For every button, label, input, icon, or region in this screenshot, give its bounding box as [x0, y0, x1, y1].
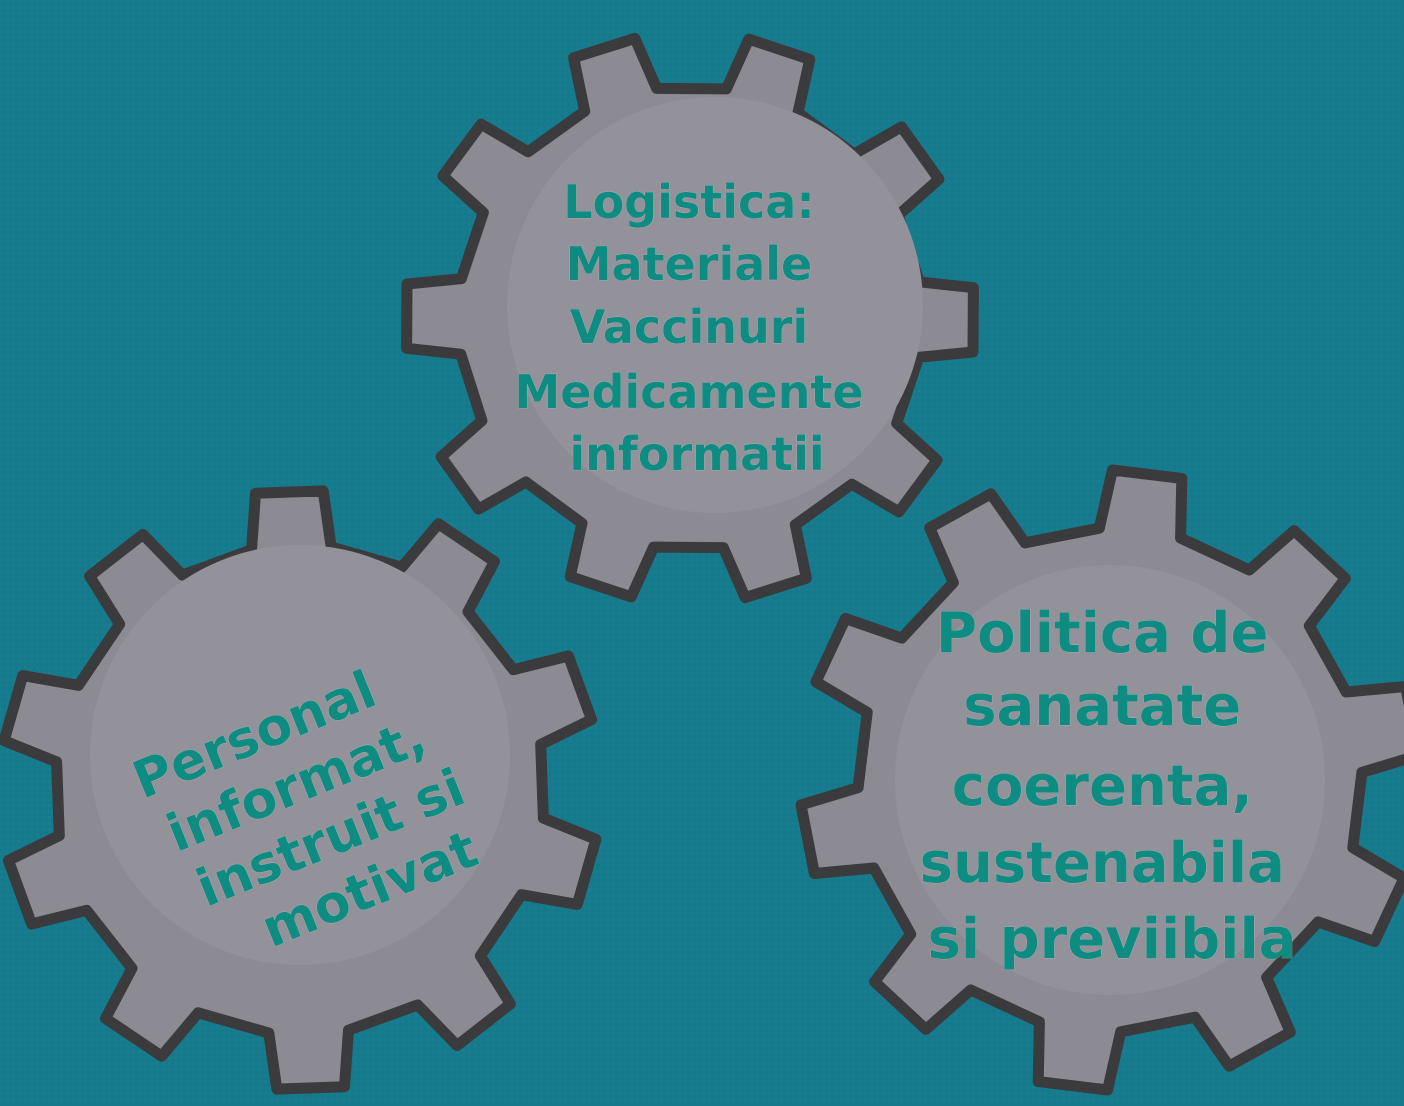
gear-policy-label: Politica de sanatate coerenta, sustenabi…: [920, 601, 1305, 972]
gear-logistics-line: informatii: [569, 427, 824, 481]
gear-policy-line: coerenta,: [952, 754, 1253, 819]
gear-logistics-line: Vaccinuri: [570, 300, 808, 354]
gear-logistics-line: Medicamente: [514, 365, 863, 419]
gear-staff-inner-disc: [90, 545, 510, 965]
gear-policy-inner-disc: [895, 565, 1325, 995]
gear-logistics-label: Logistica: Materiale Vaccinuri Medicamen…: [514, 175, 879, 481]
gear-logistics-line: Logistica:: [563, 175, 814, 229]
gear-logistics-inner-disc: [507, 97, 923, 513]
gear-policy-line: sanatate: [963, 674, 1241, 739]
gear-policy-line: si previibila: [928, 907, 1297, 972]
gear-policy-line: Politica de: [936, 601, 1268, 666]
gear-logistics-line: Materiale: [566, 237, 812, 291]
gear-staff-label: Personal informat, instruit si motivat: [125, 636, 513, 984]
gear-staff: Personal informat, instruit si motivat: [0, 485, 602, 1095]
gear-logistics: Logistica: Materiale Vaccinuri Medicamen…: [401, 32, 979, 604]
gear-policy: Politica de sanatate coerenta, sustenabi…: [795, 464, 1404, 1096]
gear-policy-line: sustenabila: [920, 831, 1285, 896]
